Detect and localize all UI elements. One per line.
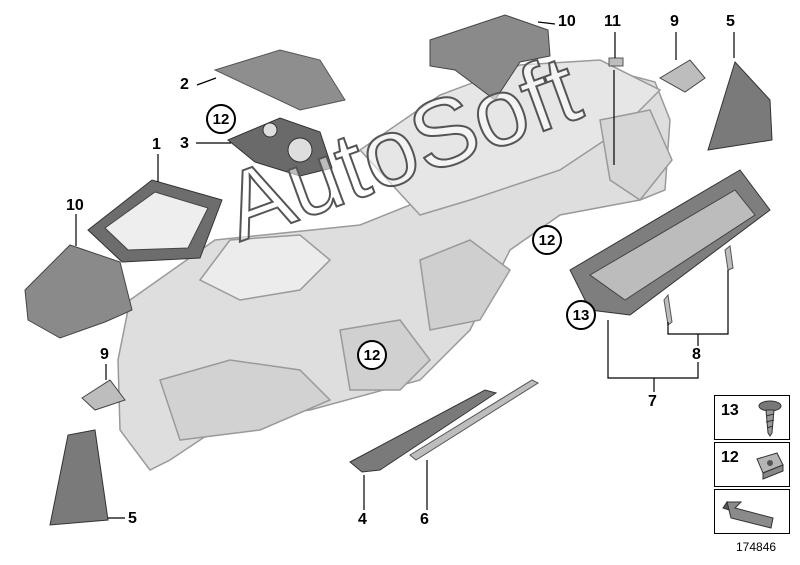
label-9-right: 9 — [670, 13, 679, 30]
circle-label-12-top: 12 — [206, 104, 236, 134]
legend-arrow — [714, 489, 790, 534]
arrow-icon — [722, 500, 774, 529]
label-1: 1 — [152, 136, 161, 153]
part-2 — [213, 49, 346, 111]
part-7 — [569, 169, 771, 316]
label-9-left: 9 — [100, 346, 109, 363]
dashboard-carrier — [117, 59, 673, 471]
part-5-left — [49, 429, 109, 526]
label-2: 2 — [180, 76, 189, 93]
part-10-left — [24, 244, 133, 339]
legend-screw: 13 — [714, 395, 790, 440]
label-3: 3 — [180, 135, 189, 152]
part-6 — [409, 379, 540, 461]
circle-label-12-center: 12 — [357, 340, 387, 370]
label-10-right: 10 — [558, 13, 576, 30]
clip-nut-icon — [756, 452, 784, 480]
label-5-right: 5 — [726, 13, 735, 30]
label-5-left: 5 — [128, 510, 137, 527]
part-5-right — [707, 61, 773, 151]
part-3 — [227, 117, 333, 177]
part-11 — [608, 57, 624, 67]
part-4 — [349, 389, 498, 473]
label-6: 6 — [420, 511, 429, 528]
document-number: 174846 — [736, 540, 777, 554]
label-4: 4 — [358, 511, 367, 528]
legend-number-12: 12 — [721, 449, 739, 466]
part-8-a — [663, 293, 673, 326]
circle-label-13: 13 — [566, 300, 596, 330]
leader-lines — [75, 21, 735, 519]
label-11: 11 — [604, 13, 621, 30]
part-10-right — [429, 14, 551, 101]
legend-clip: 12 — [714, 442, 790, 487]
part-9-right — [659, 59, 706, 93]
label-7: 7 — [648, 393, 657, 410]
label-10-left: 10 — [66, 197, 84, 214]
label-8: 8 — [692, 346, 701, 363]
legend-number-13: 13 — [721, 402, 739, 419]
part-1 — [87, 179, 223, 263]
part-9-left — [81, 379, 126, 411]
circle-label-12-right: 12 — [532, 225, 562, 255]
part-8-b — [724, 245, 734, 271]
screw-icon — [758, 400, 782, 437]
